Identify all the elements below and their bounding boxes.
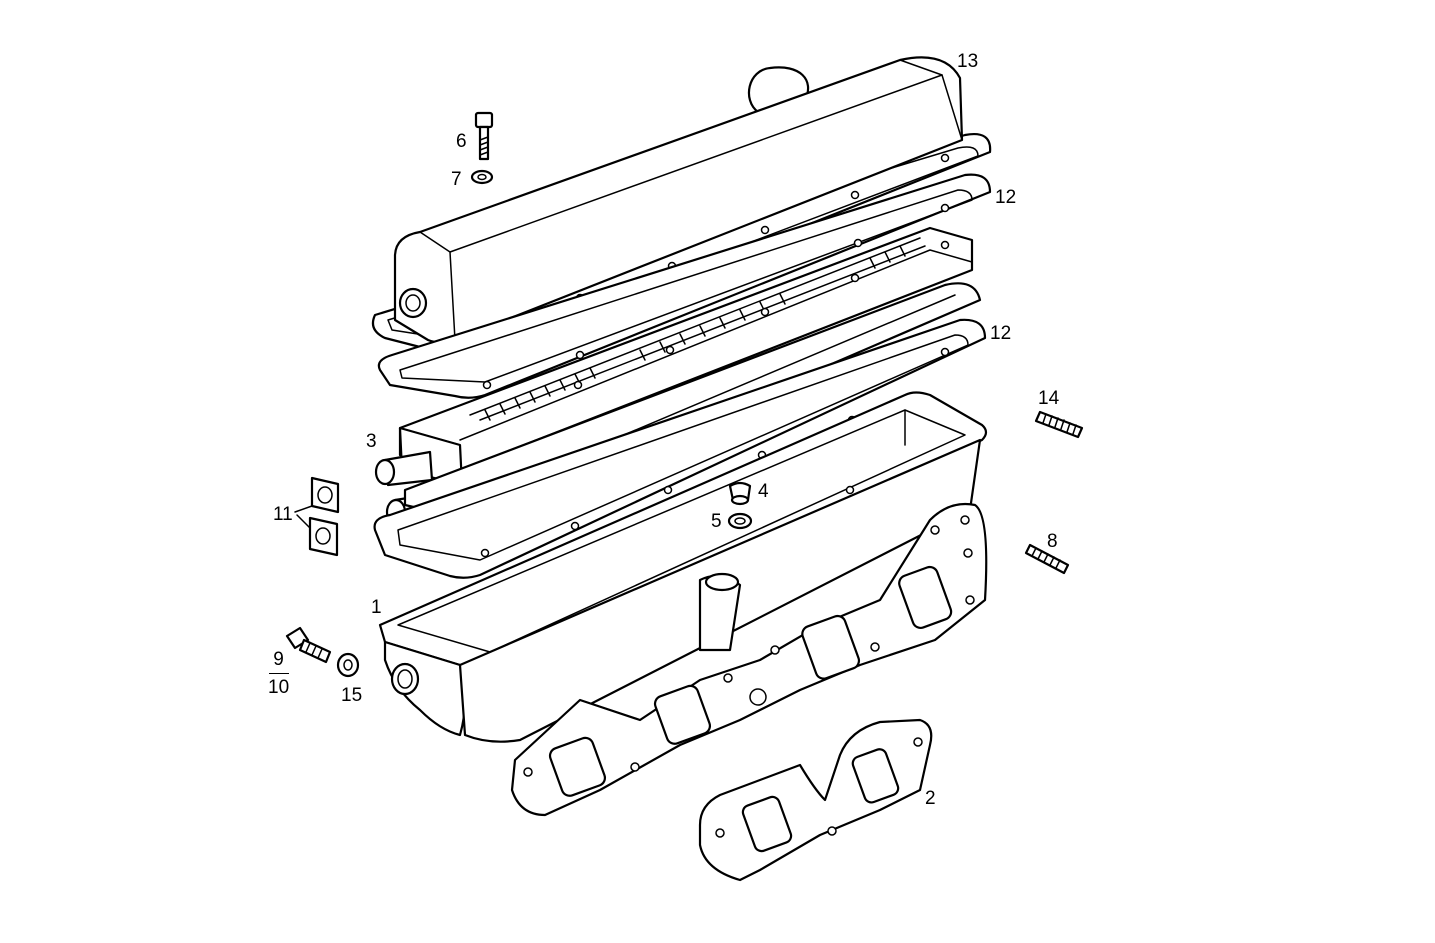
fraction-bar xyxy=(268,673,289,674)
part-15-nut[interactable] xyxy=(336,652,360,678)
callout-13: 13 xyxy=(957,51,979,72)
callout-2: 2 xyxy=(925,788,936,809)
part-13-cover[interactable] xyxy=(371,56,992,359)
part-5-washer[interactable] xyxy=(727,512,753,530)
callout-9-10: 9 10 xyxy=(268,650,289,697)
callout-3: 3 xyxy=(366,431,377,452)
callout-12-lower: 12 xyxy=(990,323,1012,344)
callout-7: 7 xyxy=(451,169,462,190)
part-11-clips[interactable] xyxy=(294,476,340,557)
part-8-stud[interactable] xyxy=(1024,543,1070,575)
callout-11: 11 xyxy=(273,504,293,525)
part-7-washer[interactable] xyxy=(470,169,494,185)
callout-12-upper: 12 xyxy=(995,187,1017,208)
callout-5: 5 xyxy=(711,511,722,532)
part-1-manifold[interactable] xyxy=(378,391,988,817)
part-4-plug[interactable] xyxy=(728,481,752,506)
part-12-lower-gasket[interactable] xyxy=(373,318,987,579)
callout-14: 14 xyxy=(1038,388,1060,409)
part-12-upper-gasket[interactable] xyxy=(377,173,992,399)
part-6-bolt[interactable] xyxy=(474,111,494,161)
callout-10: 10 xyxy=(268,677,290,698)
callout-8: 8 xyxy=(1047,531,1058,552)
callout-9: 9 xyxy=(273,649,284,670)
part-9-10-bolt[interactable] xyxy=(285,626,332,664)
callout-15: 15 xyxy=(341,685,363,706)
part-2-flange-gasket[interactable] xyxy=(698,718,933,882)
part-14-stud[interactable] xyxy=(1034,410,1084,439)
callout-4: 4 xyxy=(758,481,769,502)
callout-6: 6 xyxy=(456,131,467,152)
callout-1: 1 xyxy=(371,597,382,618)
